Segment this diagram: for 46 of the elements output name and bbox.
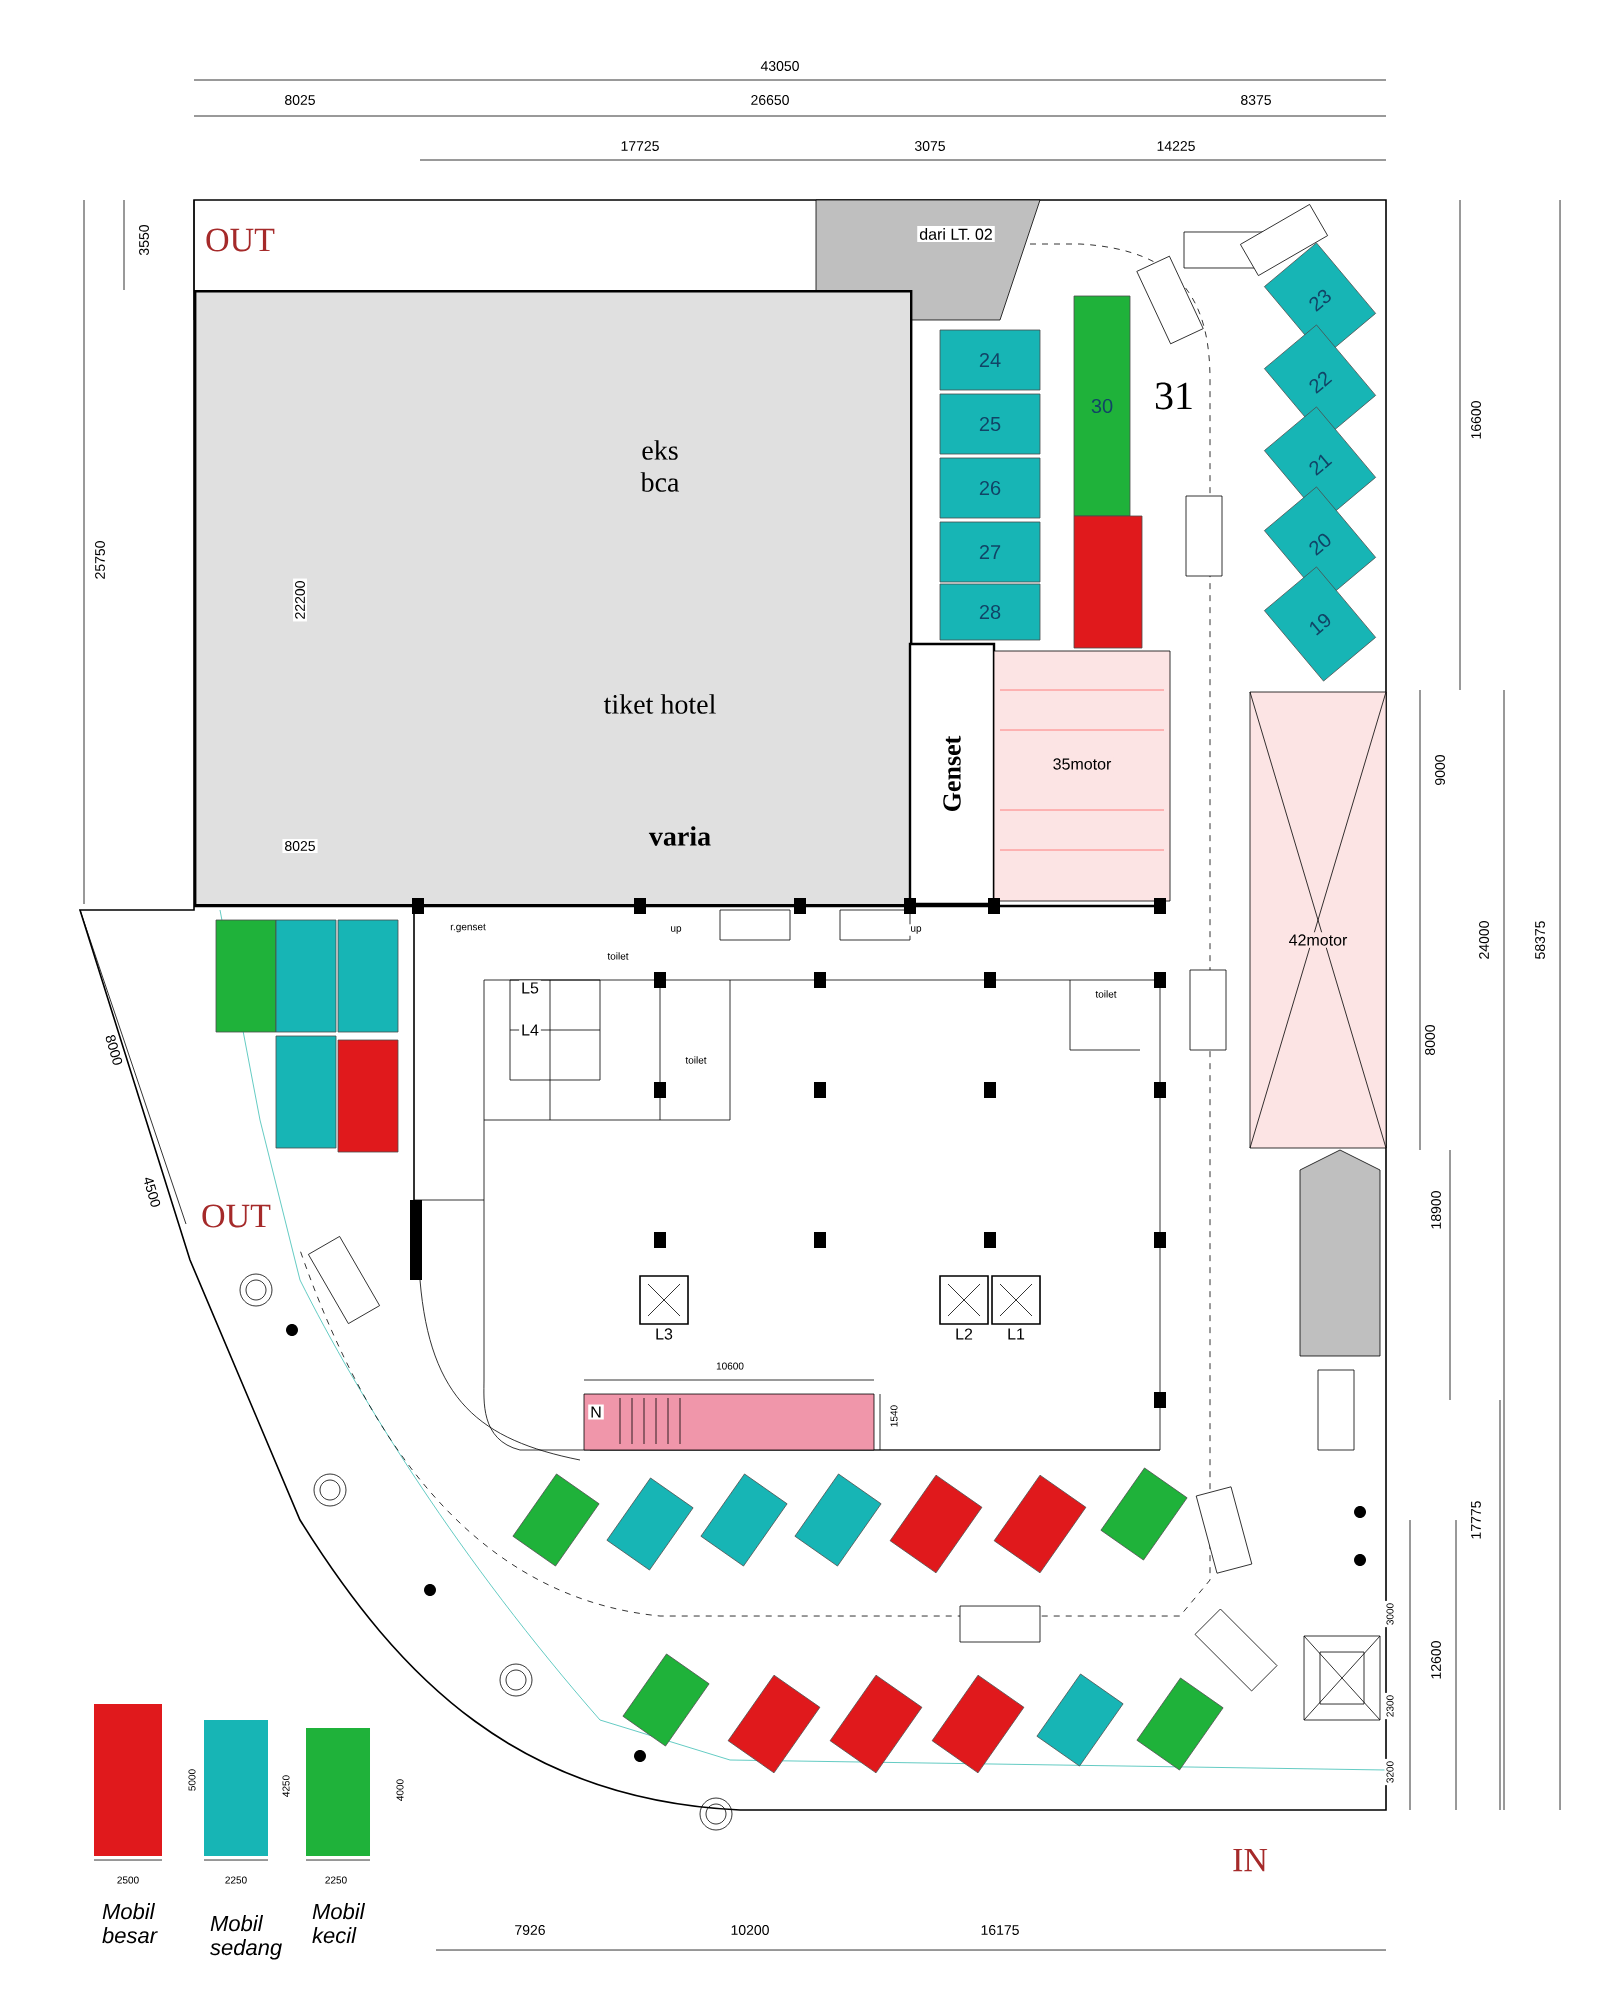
parking-slot bbox=[1100, 1467, 1188, 1561]
parking-slot bbox=[215, 919, 277, 1033]
label: L5 bbox=[519, 980, 541, 996]
label: 31 bbox=[1152, 380, 1196, 412]
label: IN bbox=[1230, 1846, 1270, 1874]
parking-slot bbox=[337, 919, 399, 1033]
parking-slot bbox=[700, 1473, 788, 1567]
parking-slot bbox=[889, 1474, 983, 1574]
parking-slot: 19 bbox=[1264, 566, 1377, 682]
parking-slot: 26 bbox=[939, 457, 1041, 519]
parking-slot bbox=[622, 1653, 710, 1747]
parking-slot bbox=[993, 1474, 1087, 1574]
parking-slot bbox=[829, 1674, 923, 1774]
motorcycle-area: 42motor bbox=[1249, 691, 1387, 1149]
parking-slot: 23 bbox=[1264, 242, 1377, 358]
legend-label: Mobil sedang bbox=[210, 1915, 282, 1960]
parking-slot bbox=[275, 1035, 337, 1149]
parking-slot bbox=[931, 1674, 1025, 1774]
legend-label: Mobil besar bbox=[102, 1903, 158, 1944]
label: L4 bbox=[519, 1022, 541, 1038]
parking-slot bbox=[337, 1039, 399, 1153]
parking-slot bbox=[1036, 1673, 1124, 1767]
parking-slot bbox=[275, 919, 337, 1033]
label: L2 bbox=[953, 1326, 975, 1342]
label: L1 bbox=[1005, 1326, 1027, 1342]
parking-slot: 25 bbox=[939, 393, 1041, 455]
parking-slot bbox=[606, 1477, 694, 1571]
parking-slot bbox=[1073, 515, 1143, 649]
parking-slot: 20 bbox=[1264, 486, 1377, 602]
parking-slot: 24 bbox=[939, 329, 1041, 391]
label: dari LT. 02 bbox=[917, 226, 995, 242]
parking-slot: 27 bbox=[939, 521, 1041, 583]
parking-slot bbox=[512, 1473, 600, 1567]
label: OUT bbox=[199, 1202, 273, 1230]
parking-slot bbox=[727, 1674, 821, 1774]
parking-slot: 28 bbox=[939, 583, 1041, 641]
parking-slot: 21 bbox=[1264, 406, 1377, 522]
parking-slot: 30 bbox=[1073, 295, 1131, 517]
legend-label: Mobil kecil bbox=[312, 1903, 366, 1944]
motorcycle-area: 35motor bbox=[993, 650, 1171, 902]
parking-slot bbox=[1136, 1677, 1224, 1771]
label: L3 bbox=[653, 1326, 675, 1342]
parking-slot: 22 bbox=[1264, 324, 1377, 440]
label: OUT bbox=[203, 226, 277, 254]
parking-slot bbox=[794, 1473, 882, 1567]
genset-room: Genset bbox=[908, 642, 996, 906]
